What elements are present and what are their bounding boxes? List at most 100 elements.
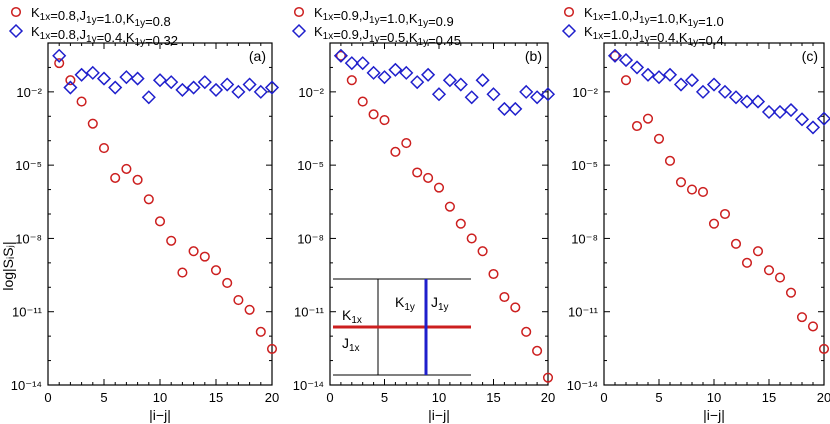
red-circle-series — [54, 58, 278, 354]
data-point-circle — [466, 233, 477, 244]
data-point-circle — [477, 246, 488, 257]
data-point-circle — [752, 246, 764, 257]
data-point-diamond — [164, 75, 179, 90]
legend-marker-circle — [563, 6, 575, 18]
data-point-circle — [423, 172, 434, 183]
y-tick-label: 10⁻² — [16, 85, 42, 100]
data-point-diamond — [519, 84, 534, 99]
data-point-diamond — [366, 65, 381, 80]
data-point-circle — [166, 235, 177, 246]
data-point-diamond — [805, 120, 821, 135]
legends: K1x=0.8,J1y=1.0,K1y=0.8K1x=0.8,J1y=0.4,K… — [8, 5, 724, 48]
data-point-circle — [379, 115, 390, 126]
data-point-circle — [499, 291, 510, 303]
data-point-diamond — [442, 73, 457, 88]
x-tick-label: 0 — [44, 390, 51, 405]
data-point-circle — [686, 184, 698, 195]
data-point-diamond — [761, 104, 777, 120]
data-point-diamond — [717, 84, 733, 99]
data-point-diamond — [464, 90, 479, 105]
data-point-diamond — [508, 101, 523, 116]
data-point-circle — [199, 251, 210, 262]
data-point-diamond — [816, 111, 830, 126]
data-point-diamond — [231, 84, 246, 99]
red-circle-series — [335, 50, 554, 383]
x-tick-label: 15 — [486, 390, 500, 405]
data-point-circle — [222, 277, 233, 289]
y-tick-label: 10⁻⁸ — [571, 231, 598, 246]
data-point-circle — [730, 238, 742, 249]
blue-diamond-series — [607, 48, 830, 135]
x-tick-label: 5 — [100, 390, 107, 405]
data-point-diamond — [141, 90, 156, 105]
data-point-diamond — [421, 67, 436, 82]
blue-diamond-series — [52, 48, 280, 105]
data-point-circle — [98, 143, 110, 154]
data-point-circle — [390, 146, 401, 157]
data-point-diamond — [119, 70, 134, 85]
data-point-diamond — [130, 71, 145, 86]
legend-label: K1x=1.0,J1y=1.0,K1y=1.0 — [584, 5, 724, 29]
legend-label: K1x=0.9,J1y=1.0,K1y=0.9 — [314, 5, 454, 29]
data-point-circle — [412, 167, 423, 178]
plot-frame — [603, 42, 825, 386]
y-tick-label: 10⁻⁸ — [15, 231, 42, 246]
data-point-diamond — [242, 77, 257, 92]
x-tick-label: 10 — [153, 390, 167, 405]
data-point-circle — [807, 321, 819, 332]
y-tick-label: 10⁻² — [572, 85, 598, 100]
y-axis-title: log|SᵢSⱼ| — [0, 241, 16, 290]
data-point-circle — [143, 194, 154, 205]
x-tick-label: 15 — [209, 390, 223, 405]
data-point-diamond — [85, 65, 100, 80]
data-point-circle — [818, 343, 830, 354]
inset-label-j1y: J1y — [431, 294, 449, 313]
data-point-circle — [620, 75, 632, 86]
data-point-circle — [741, 257, 753, 268]
data-point-circle — [796, 312, 808, 323]
inset-label-k1y: K1y — [395, 294, 415, 313]
legend-label: K1x=0.8,J1y=1.0,K1y=0.8 — [31, 5, 171, 29]
data-point-circle — [255, 326, 266, 337]
data-point-diamond — [695, 84, 711, 99]
data-point-diamond — [497, 101, 512, 116]
data-point-diamond — [651, 70, 667, 85]
plot-frame — [47, 42, 273, 386]
data-point-circle — [233, 295, 244, 306]
panel-label: (a) — [249, 48, 266, 64]
data-point-diamond — [530, 90, 545, 105]
x-axis-title: |i−j| — [703, 407, 725, 423]
legend-label: K1x=1.0,J1y=0.4,K1y=0.4 — [584, 24, 724, 48]
data-point-diamond — [772, 104, 788, 120]
data-point-diamond — [475, 73, 490, 88]
data-point-diamond — [377, 70, 392, 85]
data-point-diamond — [684, 73, 700, 88]
x-tick-label: 5 — [655, 390, 662, 405]
inset-label-j1x: J1x — [342, 335, 360, 354]
data-point-circle — [188, 246, 199, 257]
data-point-diamond — [794, 112, 810, 127]
panel-label: (b) — [525, 48, 542, 64]
data-point-circle — [266, 343, 278, 354]
data-point-circle — [87, 118, 98, 129]
data-point-diamond — [175, 82, 190, 97]
data-point-diamond — [344, 56, 359, 71]
legend-marker-diamond — [561, 23, 577, 39]
data-point-circle — [455, 218, 466, 229]
data-point-circle — [433, 182, 445, 193]
legend-label: K1x=0.9,J1y=0.5,K1y=0.45 — [314, 24, 461, 48]
data-point-diamond — [673, 77, 689, 92]
data-point-circle — [642, 113, 654, 124]
data-point-diamond — [197, 75, 212, 90]
data-point-circle — [110, 172, 121, 183]
x-tick-label: 15 — [762, 390, 776, 405]
data-point-diamond — [783, 102, 799, 118]
x-tick-label: 10 — [707, 390, 721, 405]
data-point-circle — [664, 155, 676, 166]
x-tick-label: 10 — [432, 390, 446, 405]
data-point-circle — [532, 345, 543, 356]
